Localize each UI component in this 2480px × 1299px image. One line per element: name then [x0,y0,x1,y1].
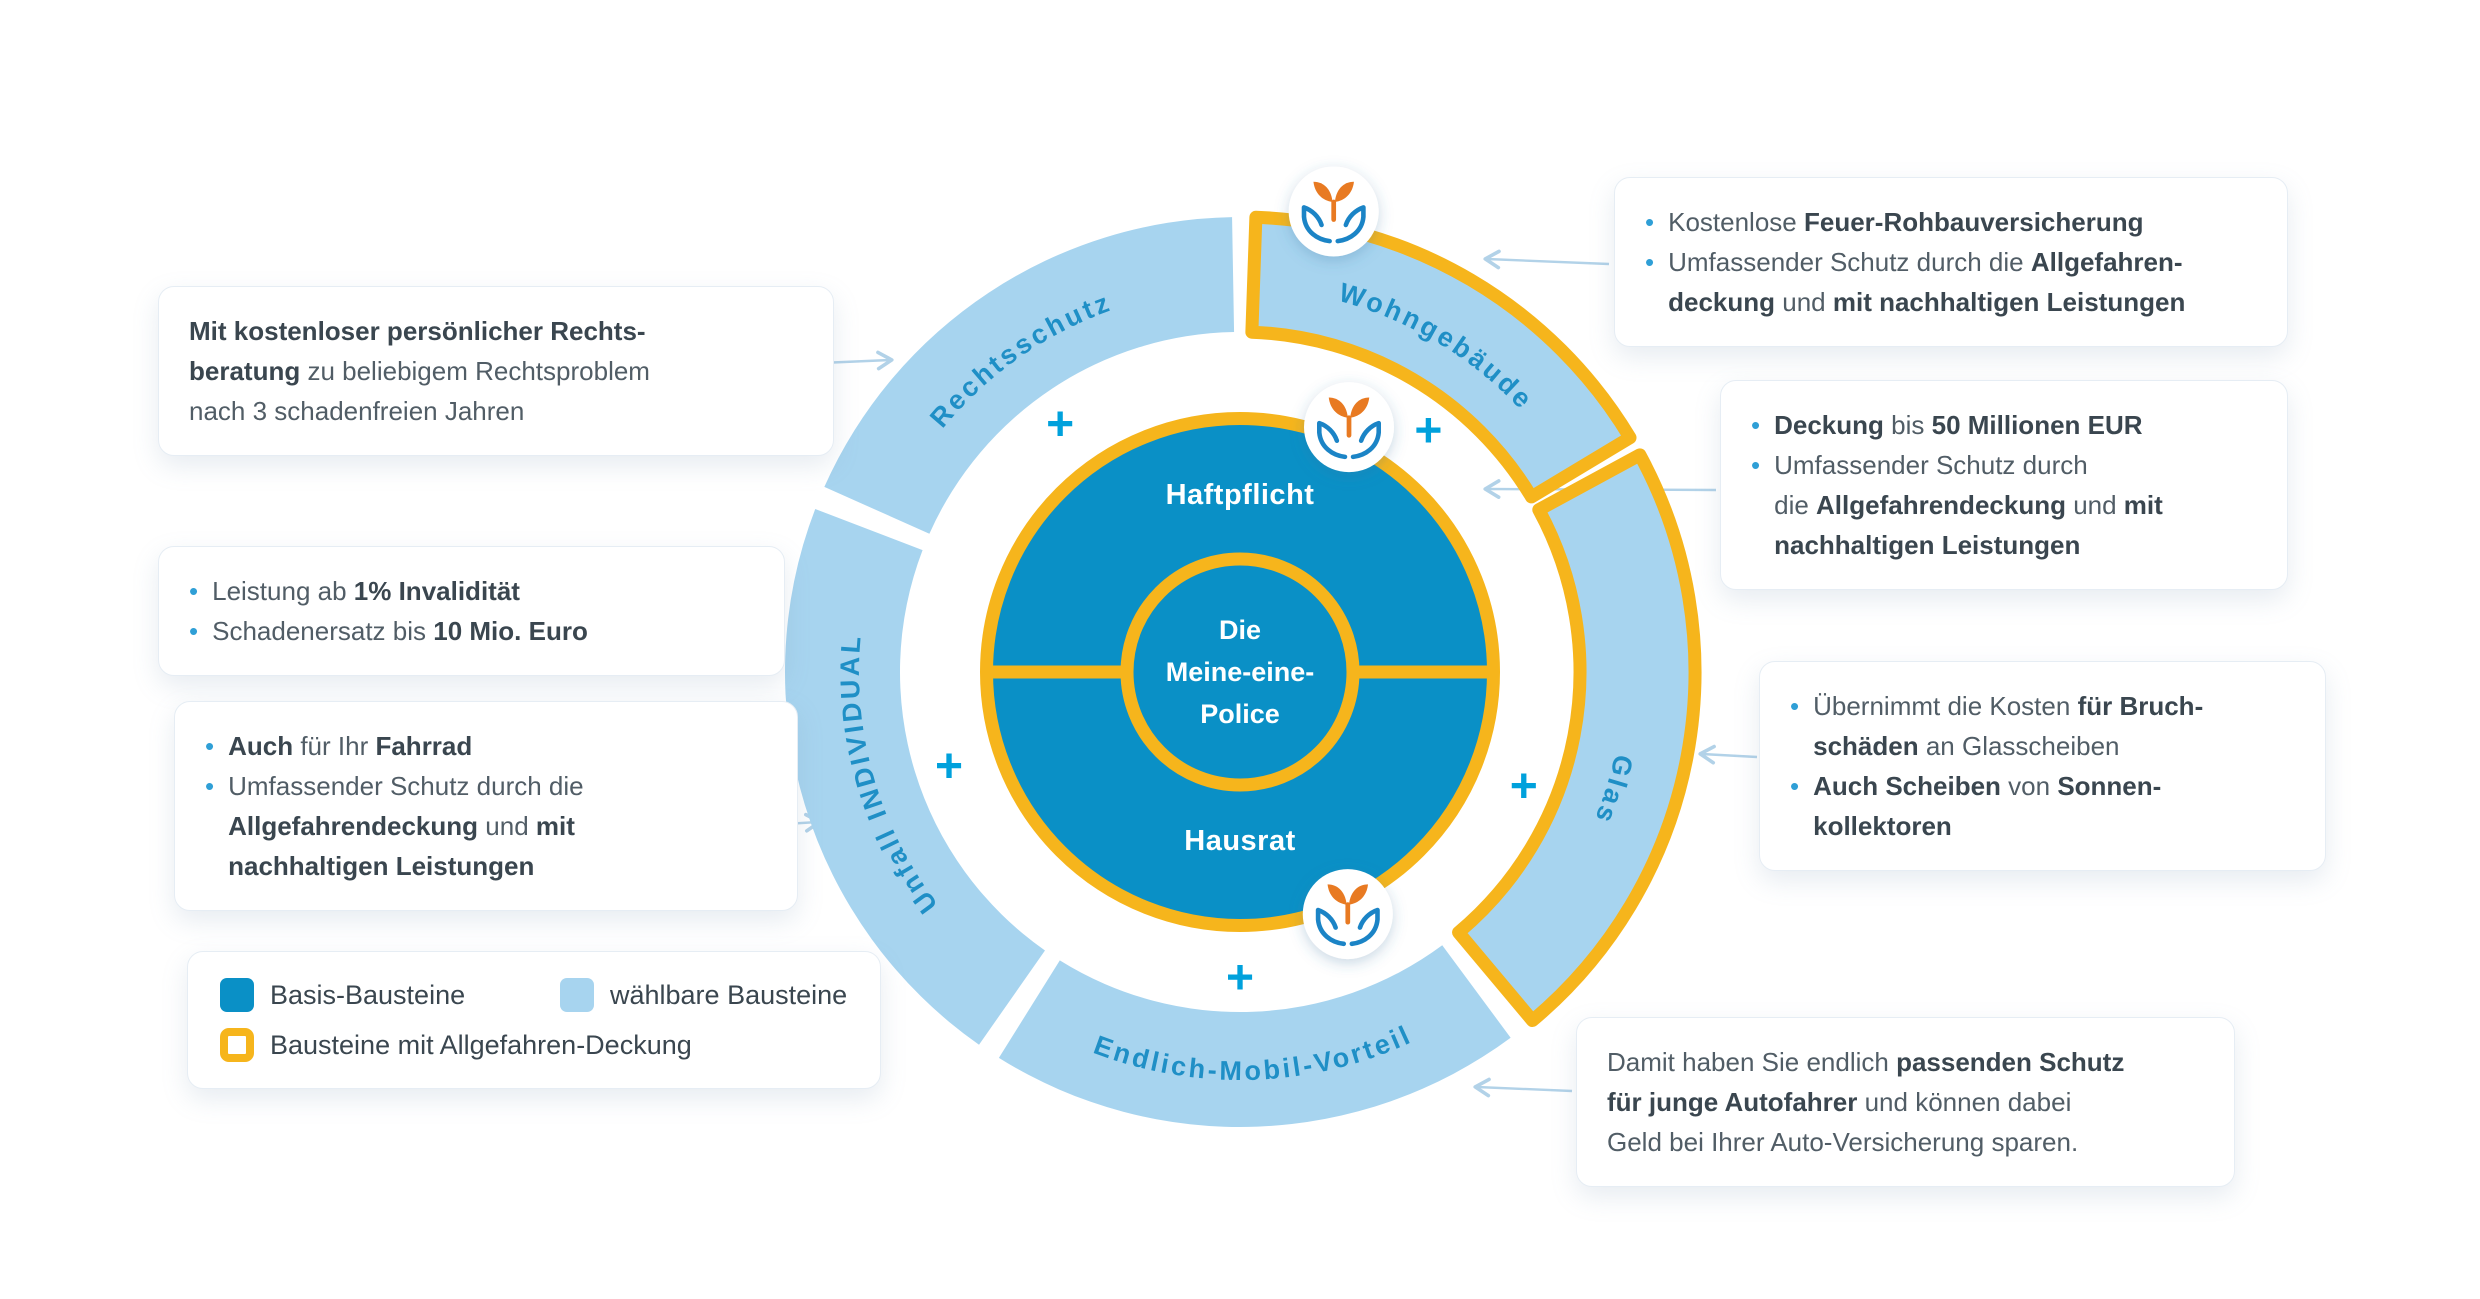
basis-label-hausrat: Hausrat [1184,825,1296,857]
callout-text: nach 3 schadenfreien Jahren [189,396,525,426]
segment-glas [1452,448,1702,1028]
plus-icon: + [1046,398,1074,451]
bullet-icon: • [1790,691,1800,721]
callout-text: Deckung bis 50 Millionen EUR [1774,410,2143,440]
callout-text: Schadenersatz bis 10 Mio. Euro [212,616,588,646]
waehlbar-swatch [560,978,594,1012]
callout-text: beratung zu beliebigem Rechtsproblem [189,356,650,386]
insurance-wheel-diagram: Rechtsschutz Wohngebäude Glas Endlich-Mo… [784,166,1702,1127]
bullet-icon: • [1751,450,1761,480]
legend: Basis-Bausteine wählbare Bausteine Baust… [187,951,881,1089]
callout-wohngebaeude: • Kostenlose Feuer-Rohbauversicherung • … [1614,177,2288,347]
callout-text: Umfassender Schutz durch [1774,450,2088,480]
bullet-icon: • [189,576,199,606]
callout-text: Auch Scheiben von Sonnen- [1813,771,2162,801]
center-title-line3: Police [1200,699,1280,729]
callout-text: deckung und mit nachhaltigen Leistungen [1668,287,2186,317]
bullet-icon: • [205,731,215,761]
plus-icon: + [1226,952,1254,1005]
sustainability-icon [1288,166,1379,257]
callout-text: für junge Autofahrer und können dabei [1607,1087,2072,1117]
bullet-icon: • [1645,207,1655,237]
bullet-icon: • [1751,410,1761,440]
callout-text: Damit haben Sie endlich passenden Schutz [1607,1047,2125,1077]
bullet-icon: • [1645,247,1655,277]
callout-text: Mit kostenloser persönlicher Rechts- [189,316,646,346]
plus-icon: + [1414,404,1442,457]
allgefahren-swatch [220,1028,254,1062]
segment-unfall-individual [784,508,1045,1045]
sustainability-icon [1304,382,1395,473]
basis-swatch [220,978,254,1012]
legend-item-waehlbar: wählbare Bausteine [560,978,847,1012]
callout-unfall: • Leistung ab 1% Invalidität • Schadener… [158,546,785,676]
segment-rechtsschutz [824,217,1235,534]
callout-deckung: • Deckung bis 50 Millionen EUR • Umfasse… [1720,380,2288,590]
callout-text: Auch für Ihr Fahrrad [228,731,473,761]
callout-text: nachhaltigen Leistungen [228,851,535,881]
sustainability-icon [1302,869,1393,960]
callout-text: Umfassender Schutz durch die [228,771,584,801]
segment-wohngebaeude [1245,210,1637,504]
bullet-icon: • [205,771,215,801]
legend-item-allgefahren: Bausteine mit Allgefahren-Deckung [220,1028,692,1062]
callout-glas: • Übernimmt die Kosten für Bruch- schäde… [1759,661,2326,871]
callout-rechtsschutz: Mit kostenloser persönlicher Rechts- ber… [158,286,834,456]
callout-text: Geld bei Ihrer Auto-Versicherung sparen. [1607,1127,2079,1157]
callout-text: kollektoren [1813,811,1952,841]
center-circle [1120,552,1360,792]
plus-icon: + [1510,760,1538,813]
callout-text: schäden an Glasscheiben [1813,731,2120,761]
center-title-line1: Die [1219,615,1261,645]
center-title-line2: Meine-eine- [1166,657,1315,687]
callout-text: Übernimmt die Kosten für Bruch- [1813,691,2204,721]
legend-label-waehlbar: wählbare Bausteine [610,980,848,1010]
callout-fahrrad: • Auch für Ihr Fahrrad • Umfassender Sch… [174,701,798,911]
bullet-icon: • [1790,771,1800,801]
callout-mobil: Damit haben Sie endlich passenden Schutz… [1576,1017,2235,1187]
callout-text: nachhaltigen Leistungen [1774,530,2081,560]
callout-text: Allgefahrendeckung und mit [228,811,575,841]
segment-endlich-mobil-vorteil [998,945,1511,1127]
callout-text: Umfassender Schutz durch die Allgefahren… [1668,247,2183,277]
legend-item-basis: Basis-Bausteine [220,978,560,1012]
legend-label-basis: Basis-Bausteine [270,980,466,1010]
callout-text: Kostenlose Feuer-Rohbauversicherung [1668,207,2144,237]
callout-text: Leistung ab 1% Invalidität [212,576,520,606]
callout-text: die Allgefahrendeckung und mit [1774,490,2163,520]
legend-label-allgefahren: Bausteine mit Allgefahren-Deckung [270,1030,692,1060]
bullet-icon: • [189,616,199,646]
basis-label-haftpflicht: Haftpflicht [1166,479,1315,511]
plus-icon: + [935,740,963,793]
